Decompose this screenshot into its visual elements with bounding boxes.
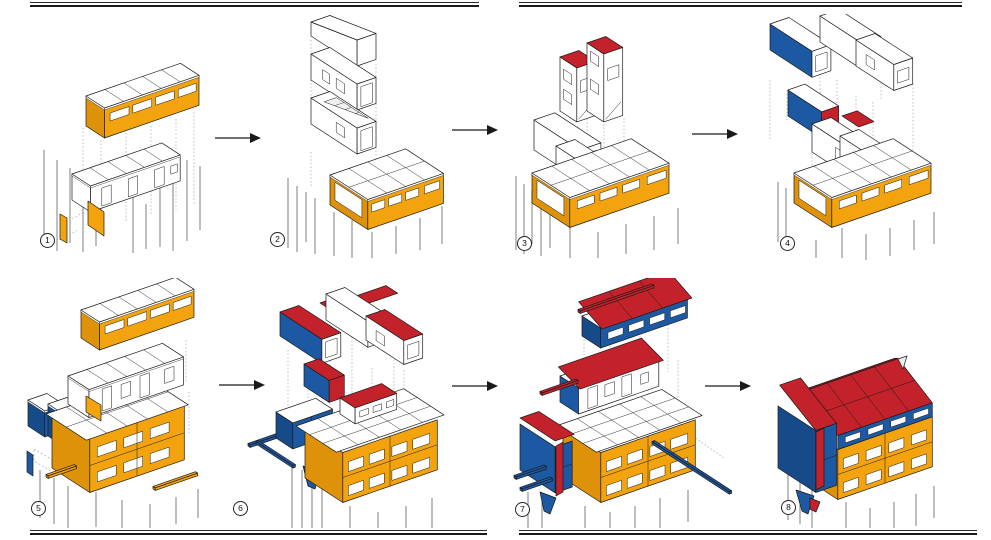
step-8-badge: 8	[781, 500, 796, 515]
step-3-panel	[498, 14, 733, 260]
bottom-rule-right	[519, 530, 977, 535]
step-7-badge: 7	[515, 502, 530, 517]
step-1-badge: 1	[40, 233, 55, 248]
arrow-right-icon	[452, 123, 498, 135]
top-rule-left	[30, 2, 479, 7]
step-5-drawing	[26, 278, 199, 528]
step-3-badge: 3	[517, 236, 532, 251]
step-1-drawing	[43, 62, 201, 253]
arrow-right-icon	[219, 378, 265, 390]
arrow-right-icon	[705, 379, 751, 391]
step-6-drawing	[247, 285, 445, 528]
step-5-panel	[20, 278, 235, 528]
arrow-right-icon	[692, 127, 738, 139]
step-1-panel	[20, 14, 235, 260]
step-8-panel	[742, 278, 985, 528]
step-7-panel	[498, 278, 740, 528]
bottom-rule-left	[30, 530, 487, 535]
step-6-panel	[235, 278, 470, 528]
top-rule-right	[519, 2, 962, 7]
step-6-badge: 6	[233, 501, 248, 516]
step-4-panel	[738, 14, 988, 260]
step-4-drawing	[769, 14, 935, 260]
step-5-badge: 5	[31, 501, 46, 516]
step-7-drawing	[513, 278, 732, 528]
step-2-badge: 2	[270, 232, 285, 247]
step-8-drawing	[777, 355, 935, 528]
arrow-right-icon	[215, 131, 261, 143]
arrow-right-icon	[452, 379, 498, 391]
step-3-drawing	[515, 36, 679, 258]
step-4-badge: 4	[780, 236, 795, 251]
step-2-drawing	[287, 15, 444, 258]
step-2-panel	[240, 14, 470, 260]
